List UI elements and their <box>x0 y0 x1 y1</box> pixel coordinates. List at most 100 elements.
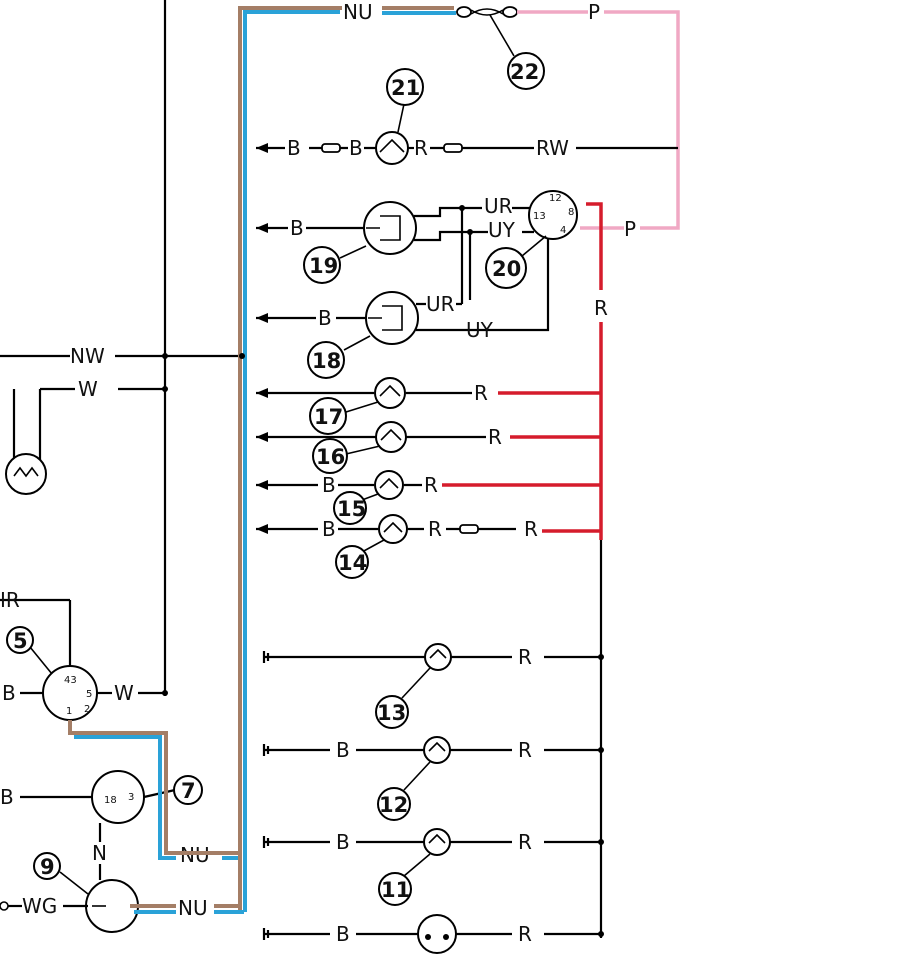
connector-21b <box>443 143 463 153</box>
lamp-10-pin-b <box>443 934 449 940</box>
leader-13 <box>401 667 431 699</box>
lamp-18 <box>365 291 419 345</box>
leader-21 <box>397 103 405 133</box>
callout-21-number: 21 <box>391 76 420 100</box>
lamp-11-filament <box>428 833 446 844</box>
callout-18-number: 18 <box>312 349 341 373</box>
callout-20-number: 20 <box>492 257 521 281</box>
r-label-14b: R <box>524 517 538 541</box>
b-label-21b: B <box>349 136 363 160</box>
b-label-7: B <box>0 785 14 809</box>
fuse-22-end-b <box>502 6 518 18</box>
r-label-10: R <box>518 922 532 946</box>
leader-11 <box>403 853 431 877</box>
callout-14-number: 14 <box>338 551 367 575</box>
nw-label: NW <box>70 344 105 368</box>
lamp-11 <box>423 828 451 856</box>
callout-5 <box>6 626 34 654</box>
lamp-10 <box>417 914 457 954</box>
callout-18 <box>307 341 345 379</box>
leader-12 <box>403 761 431 791</box>
callout-15-number: 15 <box>337 497 366 521</box>
b-label-12: B <box>336 738 350 762</box>
r-label-16: R <box>488 425 502 449</box>
lamp-filament <box>13 466 39 478</box>
uy-label-19: UY <box>488 218 516 242</box>
lamp-13 <box>424 643 452 671</box>
callout-12 <box>377 787 411 821</box>
n-label: N <box>92 841 107 865</box>
callout-14 <box>335 545 369 579</box>
leader-17 <box>345 401 379 413</box>
b-label-21a: B <box>287 136 301 160</box>
lamp-19-contacts <box>366 215 401 241</box>
lamp-13-filament <box>429 648 447 659</box>
b-label-18: B <box>318 306 332 330</box>
callout-19-number: 19 <box>309 254 338 278</box>
earth-symbol-11 <box>262 836 270 848</box>
callout-19 <box>303 246 341 284</box>
callout-11 <box>378 872 412 906</box>
wire-18-out <box>416 302 492 332</box>
junction-dot <box>162 386 168 392</box>
earth-arrow-14 <box>256 524 268 534</box>
callout-22 <box>507 52 545 90</box>
lamp-21-filament <box>379 138 405 153</box>
earth-symbol-13 <box>262 651 270 663</box>
b-label-19: B <box>290 216 304 240</box>
earth-symbol-10 <box>262 928 270 940</box>
earth-arrow-17 <box>256 388 268 398</box>
r-vertical-label: R <box>594 296 608 320</box>
earth-arrow-16 <box>256 432 268 442</box>
junction-dot <box>239 353 245 359</box>
pin-label: 18 <box>104 795 117 806</box>
b-label-10: B <box>336 922 350 946</box>
leader-9 <box>59 871 89 895</box>
r-label-13: R <box>518 645 532 669</box>
brown-wire-5-to-main <box>68 720 238 855</box>
callout-13-number: 13 <box>377 701 406 725</box>
lamp-14-filament <box>383 521 403 533</box>
r-label-15: R <box>424 473 438 497</box>
lamp-14 <box>378 514 408 544</box>
nu-top-label: NU <box>343 0 373 24</box>
leader-5 <box>29 646 53 675</box>
callout-22-number: 22 <box>510 60 539 84</box>
callout-13 <box>375 695 409 729</box>
junction-dot <box>598 839 604 845</box>
callout-15 <box>333 491 367 525</box>
uy-label-18: UY <box>466 318 494 342</box>
junction-dot <box>598 931 604 937</box>
b-label-15: B <box>322 473 336 497</box>
lamp-10-pin-a <box>425 934 431 940</box>
callout-17-number: 17 <box>314 405 343 429</box>
pin-label: 3 <box>128 792 134 803</box>
lamp-19 <box>363 201 417 255</box>
leader-15 <box>361 493 379 501</box>
callout-5-number: 5 <box>13 629 28 653</box>
pin-label: 12 <box>549 193 562 204</box>
leader-16 <box>345 445 381 455</box>
earth-arrow-18 <box>256 313 268 323</box>
blue-main-feed <box>243 10 456 912</box>
lamp-16 <box>375 421 407 453</box>
junction-dot <box>162 690 168 696</box>
fuse-22-link <box>470 8 504 16</box>
pin-label: 2 <box>84 704 90 715</box>
r-label-17: R <box>474 381 488 405</box>
connector-7 <box>91 770 145 824</box>
r-label-14a: R <box>428 517 442 541</box>
leader-22 <box>489 14 515 57</box>
r-label-21: R <box>414 136 428 160</box>
p-top-label: P <box>588 0 600 24</box>
r-label-12: R <box>518 738 532 762</box>
lamp-12-filament <box>428 741 446 752</box>
lamp-21 <box>375 131 409 165</box>
ur-label-19: UR <box>484 194 513 218</box>
b-label-11: B <box>336 830 350 854</box>
callout-12-number: 12 <box>379 793 408 817</box>
junction-dot <box>162 353 168 359</box>
p-mid-label: P <box>624 217 636 241</box>
left-lamp-symbol <box>5 453 47 495</box>
earth-symbol-12 <box>262 744 270 756</box>
